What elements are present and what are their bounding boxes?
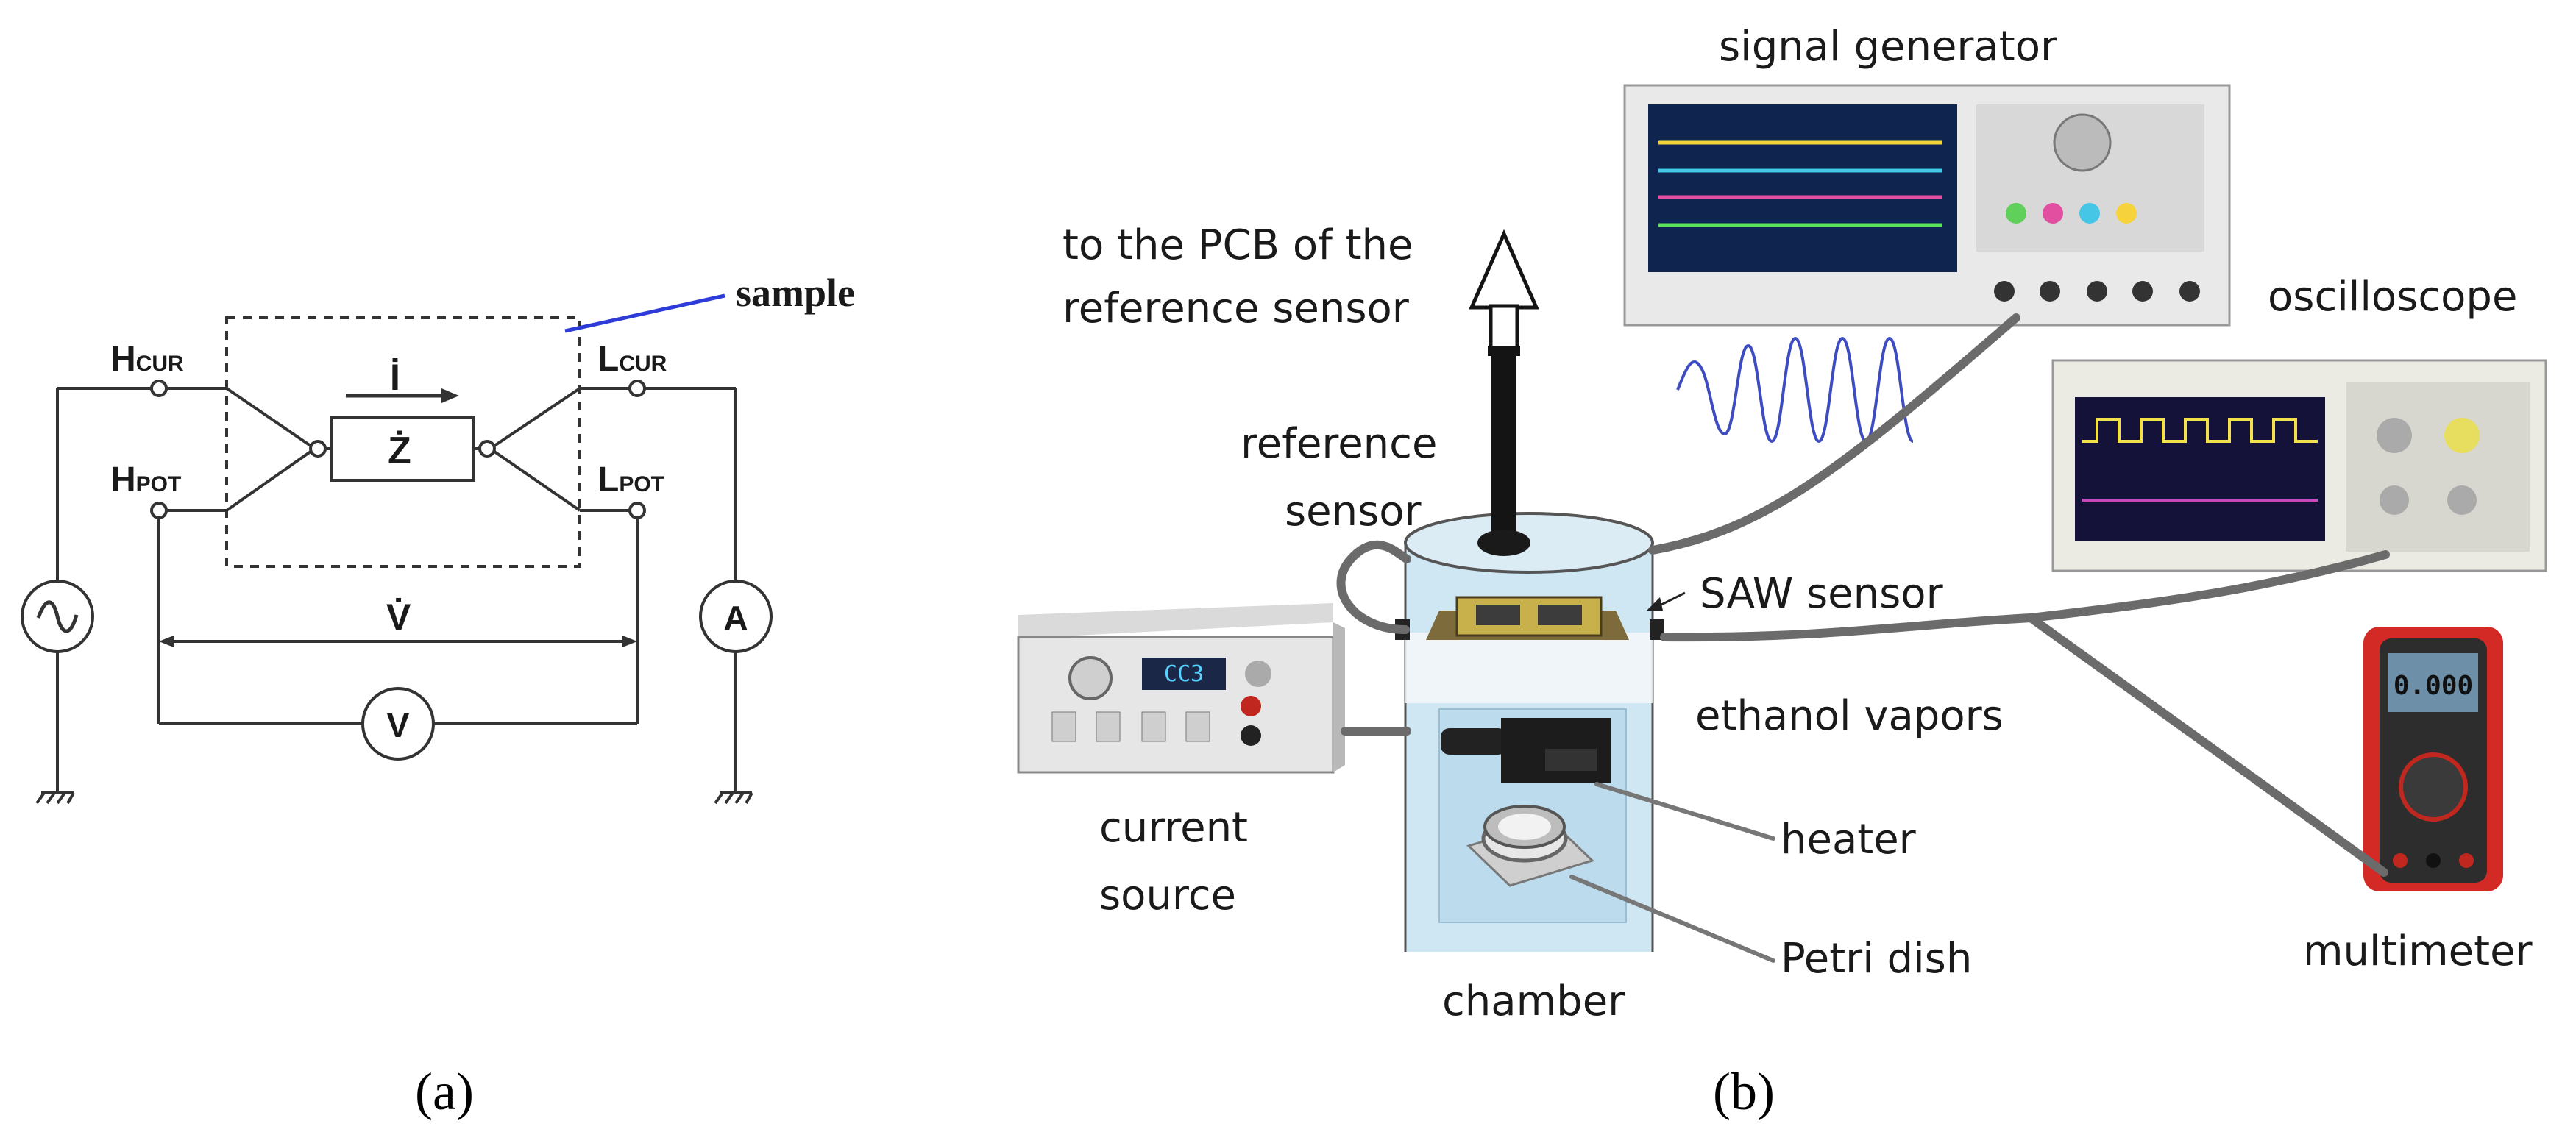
h-cur-label: HCUR (110, 340, 184, 379)
saw-sensor-label: SAW sensor (1700, 570, 1944, 618)
terminal-h-pot (150, 502, 168, 519)
l-pot-label: LPOT (597, 460, 664, 499)
signal-generator-device (1623, 84, 2231, 327)
multimeter-device: 0.000 (2363, 627, 2503, 891)
terminal-l-pot (628, 502, 646, 519)
current-source-display: CC3 (1164, 661, 1204, 687)
heater (1441, 718, 1611, 783)
voltmeter-letter: V (387, 706, 410, 744)
ground-right-icon (714, 791, 753, 805)
pcb-label-line1: to the PCB of the (1062, 221, 1413, 269)
l-cur-label: LCUR (597, 340, 667, 379)
cables (1336, 313, 2390, 963)
reference-label-line1: reference (1241, 420, 1437, 468)
multimeter-display: 0.000 (2394, 671, 2473, 701)
heater-label: heater (1781, 816, 1917, 864)
sample-label: sample (736, 271, 855, 315)
signal-generator-label: signal generator (1719, 23, 2058, 71)
h-pot-label: HPOT (110, 460, 181, 499)
voltage-symbol: V̇ (386, 597, 411, 638)
saw-sensor (1395, 596, 1664, 640)
terminal-h-cur (150, 380, 168, 397)
current-source-label-line2: source (1099, 872, 1236, 919)
caption-b: (b) (1713, 1062, 1775, 1121)
sample-leader-line (564, 293, 725, 333)
multimeter-label: multimeter (2303, 928, 2533, 975)
terminal-l-cur (628, 380, 646, 397)
pcb-label-line2: reference sensor (1062, 285, 1410, 332)
current-symbol: İ (390, 357, 400, 398)
sine-waveform (1676, 336, 1915, 444)
current-source-label-line1: current (1099, 804, 1248, 852)
ammeter-letter: A (723, 599, 748, 637)
caption-a: (a) (415, 1062, 474, 1121)
panel-a-circuit (21, 293, 773, 805)
petri-dish (1466, 805, 1594, 887)
oscilloscope-label: oscilloscope (2268, 273, 2517, 321)
pcb-arrow (1469, 229, 1539, 556)
current-source-device: CC3 (1017, 603, 1345, 774)
oscilloscope-device (2051, 359, 2547, 572)
sample-box (225, 316, 581, 568)
ground-left-icon (35, 791, 75, 805)
reference-label-line2: sensor (1285, 488, 1422, 535)
ethanol-vapors-label: ethanol vapors (1695, 692, 2004, 740)
impedance-symbol: Ż (388, 430, 411, 472)
chamber-label: chamber (1442, 978, 1625, 1025)
impedance-box (330, 416, 475, 482)
petri-dish-label: Petri dish (1781, 935, 1972, 983)
